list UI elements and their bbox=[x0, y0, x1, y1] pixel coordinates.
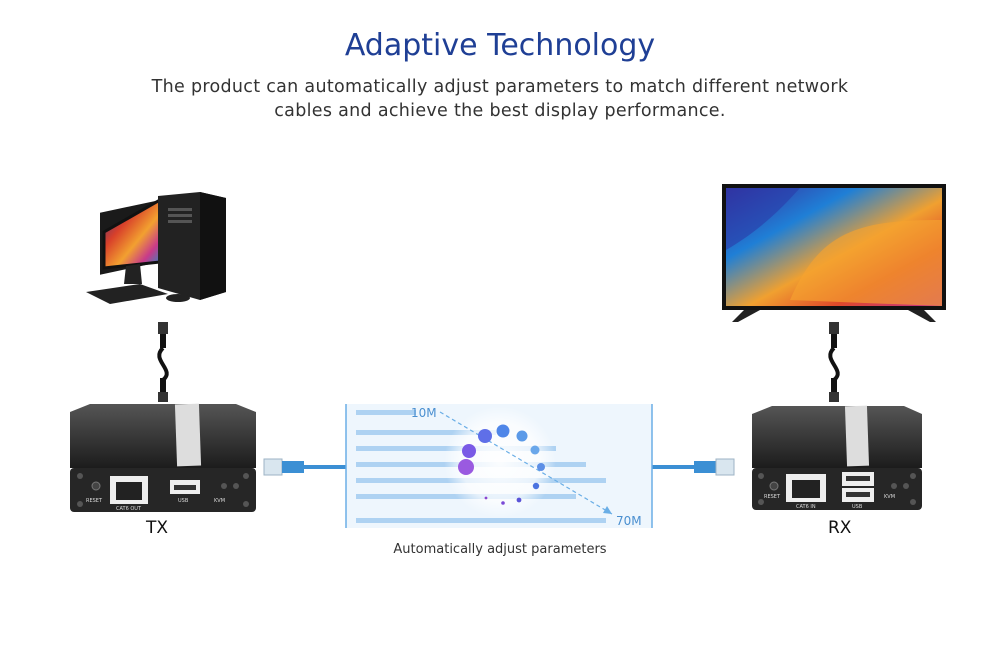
rx-label: RX bbox=[828, 518, 852, 538]
rx-usb-label: USB bbox=[852, 504, 863, 510]
hdmi-cable-left bbox=[157, 322, 169, 402]
rx-reset-label: RESET bbox=[764, 494, 781, 500]
desktop-computer-icon bbox=[86, 192, 226, 304]
network-cable-right bbox=[652, 458, 735, 476]
adaptive-panel bbox=[345, 404, 653, 528]
speed-low-label: 10M bbox=[411, 406, 437, 420]
hdmi-cable-right bbox=[828, 322, 840, 402]
receiver-box bbox=[752, 405, 922, 510]
rx-kvm-label: KVM bbox=[884, 494, 895, 500]
tx-label: TX bbox=[146, 518, 169, 538]
loading-spinner-icon bbox=[458, 424, 545, 505]
subtitle-line-2: cables and achieve the best display perf… bbox=[274, 101, 726, 121]
speed-high-label: 70M bbox=[616, 514, 642, 528]
tx-usb-label: USB bbox=[178, 498, 189, 504]
tx-port-label: CAT6 OUT bbox=[116, 506, 142, 512]
page-subtitle: The product can automatically adjust par… bbox=[140, 75, 860, 123]
subtitle-line-1: The product can automatically adjust par… bbox=[151, 77, 849, 97]
tv-monitor-icon bbox=[722, 184, 946, 322]
tx-reset-label: RESET bbox=[86, 498, 103, 504]
rx-port-label: CAT6 IN bbox=[796, 504, 816, 510]
page-title: Adaptive Technology bbox=[344, 28, 656, 63]
network-cable-left bbox=[263, 458, 346, 476]
tx-kvm-label: KVM bbox=[214, 498, 225, 504]
panel-caption: Automatically adjust parameters bbox=[393, 542, 607, 557]
transmitter-box bbox=[70, 403, 256, 512]
